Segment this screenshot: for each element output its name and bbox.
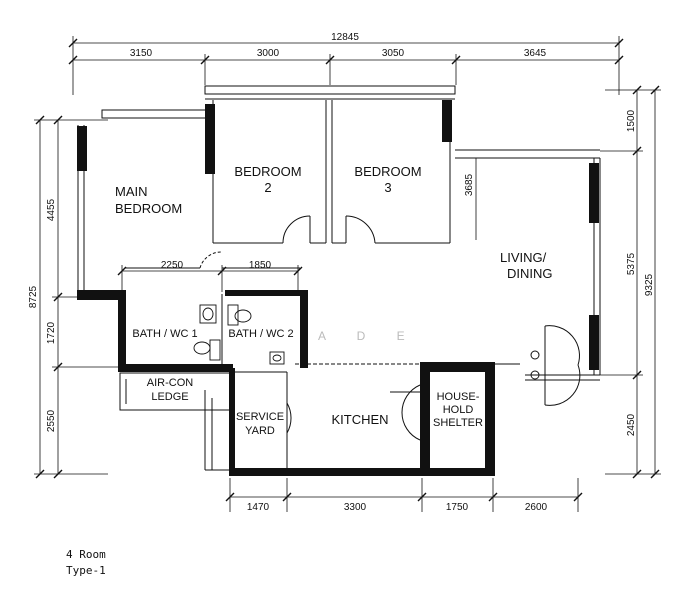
dim-bottom-3: 1750	[446, 502, 469, 513]
structural-walls	[77, 100, 599, 476]
room-label-bedroom-3: 3	[384, 180, 391, 195]
room-label-aircon-ledge: LEDGE	[151, 391, 188, 403]
dim-right-1: 1500	[626, 109, 637, 132]
plan-type-line1: 4 Room	[66, 548, 106, 561]
dim-top-1: 3150	[130, 48, 153, 59]
room-label-kitchen: KITCHEN	[331, 412, 388, 427]
dim-overall-width: 12845	[331, 32, 359, 43]
room-labels: MAIN BEDROOM BEDROOM 2 BEDROOM 3 LIVING/…	[115, 164, 553, 437]
plan-type-line2: Type-1	[66, 564, 106, 577]
room-label-bedroom-2: BEDROOM	[234, 164, 301, 179]
dimension-lines	[34, 36, 661, 512]
dim-bath-1-width: 2250	[161, 260, 184, 271]
dim-left-total: 8725	[28, 285, 39, 308]
dim-right-2: 5375	[626, 252, 637, 275]
dim-top-2: 3000	[257, 48, 280, 59]
room-label-household-shelter: HOLD	[443, 404, 474, 416]
dim-bedroom-3-height: 3685	[464, 173, 475, 196]
room-label-household-shelter: SHELTER	[433, 417, 483, 429]
dim-bottom-2: 3300	[344, 502, 367, 513]
room-label-bath-2: BATH / WC 2	[228, 328, 293, 340]
room-label-living-dining: DINING	[507, 266, 553, 281]
dim-top-4: 3645	[524, 48, 547, 59]
dimension-labels: 12845 3150 3000 3050 3645 2250 1850 1470…	[28, 32, 655, 513]
room-label-service-yard: YARD	[245, 425, 275, 437]
room-label-bedroom-3: BEDROOM	[354, 164, 421, 179]
dimension-ticks	[35, 38, 660, 502]
dim-right-3: 2450	[626, 413, 637, 436]
dim-left-1: 4455	[46, 198, 57, 221]
room-label-bath-1: BATH / WC 1	[132, 328, 197, 340]
watermark: A D E	[318, 329, 419, 343]
dim-left-2: 1720	[46, 321, 57, 344]
dim-bath-2-width: 1850	[249, 260, 272, 271]
room-label-bedroom-2: 2	[264, 180, 271, 195]
room-label-main-bedroom: BEDROOM	[115, 201, 182, 216]
dim-bottom-1: 1470	[247, 502, 270, 513]
door-swings	[199, 215, 581, 441]
dim-bottom-4: 2600	[525, 502, 548, 513]
dim-top-3: 3050	[382, 48, 405, 59]
room-label-service-yard: SERVICE	[236, 411, 284, 423]
room-label-living-dining: LIVING/	[500, 250, 547, 265]
room-label-aircon-ledge: AIR-CON	[147, 377, 194, 389]
dim-left-3: 2550	[46, 409, 57, 432]
dim-right-total: 9325	[644, 273, 655, 296]
bathroom-fixtures	[193, 304, 285, 365]
room-label-main-bedroom: MAIN	[115, 184, 148, 199]
room-label-household-shelter: HOUSE-	[437, 391, 480, 403]
